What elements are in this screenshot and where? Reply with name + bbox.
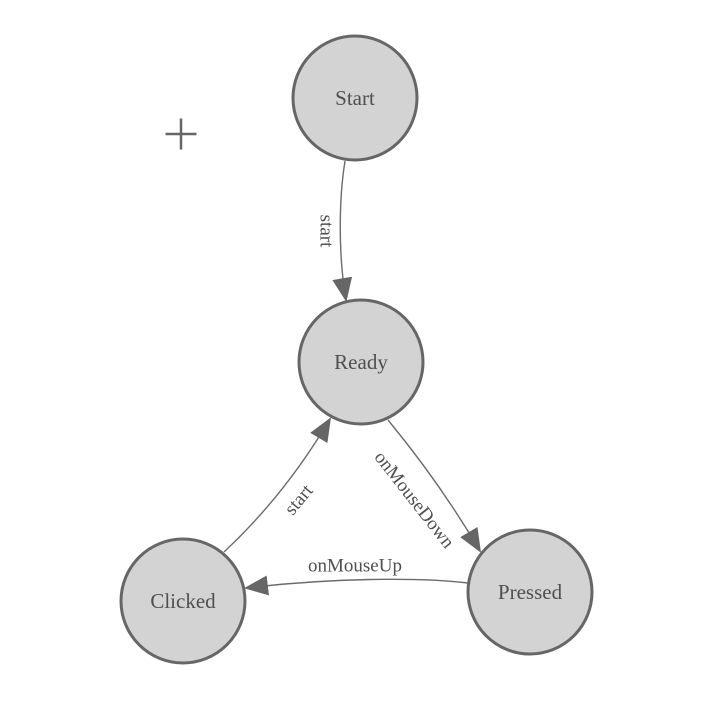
edge-line-pressed-clicked[interactable] xyxy=(244,575,469,596)
edge-ready-pressed: onMouseDown xyxy=(370,419,482,553)
cursor-layer xyxy=(165,118,197,150)
node-circle-start[interactable] xyxy=(291,34,419,162)
edge-label-pressed-clicked: onMouseUp xyxy=(308,556,402,577)
node-circle-ready[interactable] xyxy=(297,298,425,426)
edge-label-start-ready: start xyxy=(316,215,337,248)
node-clicked: Clicked xyxy=(119,537,247,665)
node-circle-clicked[interactable] xyxy=(119,537,247,665)
plus-crosshair-icon xyxy=(165,118,197,150)
edge-start-ready: start xyxy=(316,160,353,302)
node-ready: Ready xyxy=(297,298,425,426)
edge-clicked-ready: start xyxy=(223,417,332,553)
node-circle-pressed[interactable] xyxy=(466,528,594,656)
edge-label-ready-pressed: onMouseDown xyxy=(370,447,459,553)
edge-line-start-ready[interactable] xyxy=(332,160,353,302)
node-start: Start xyxy=(291,34,419,162)
edge-pressed-clicked: onMouseUp xyxy=(244,556,469,596)
edge-label-clicked-ready: start xyxy=(280,480,318,519)
edge-line-clicked-ready[interactable] xyxy=(223,417,332,553)
edge-line-ready-pressed[interactable] xyxy=(387,419,482,553)
node-pressed: Pressed xyxy=(466,528,594,656)
